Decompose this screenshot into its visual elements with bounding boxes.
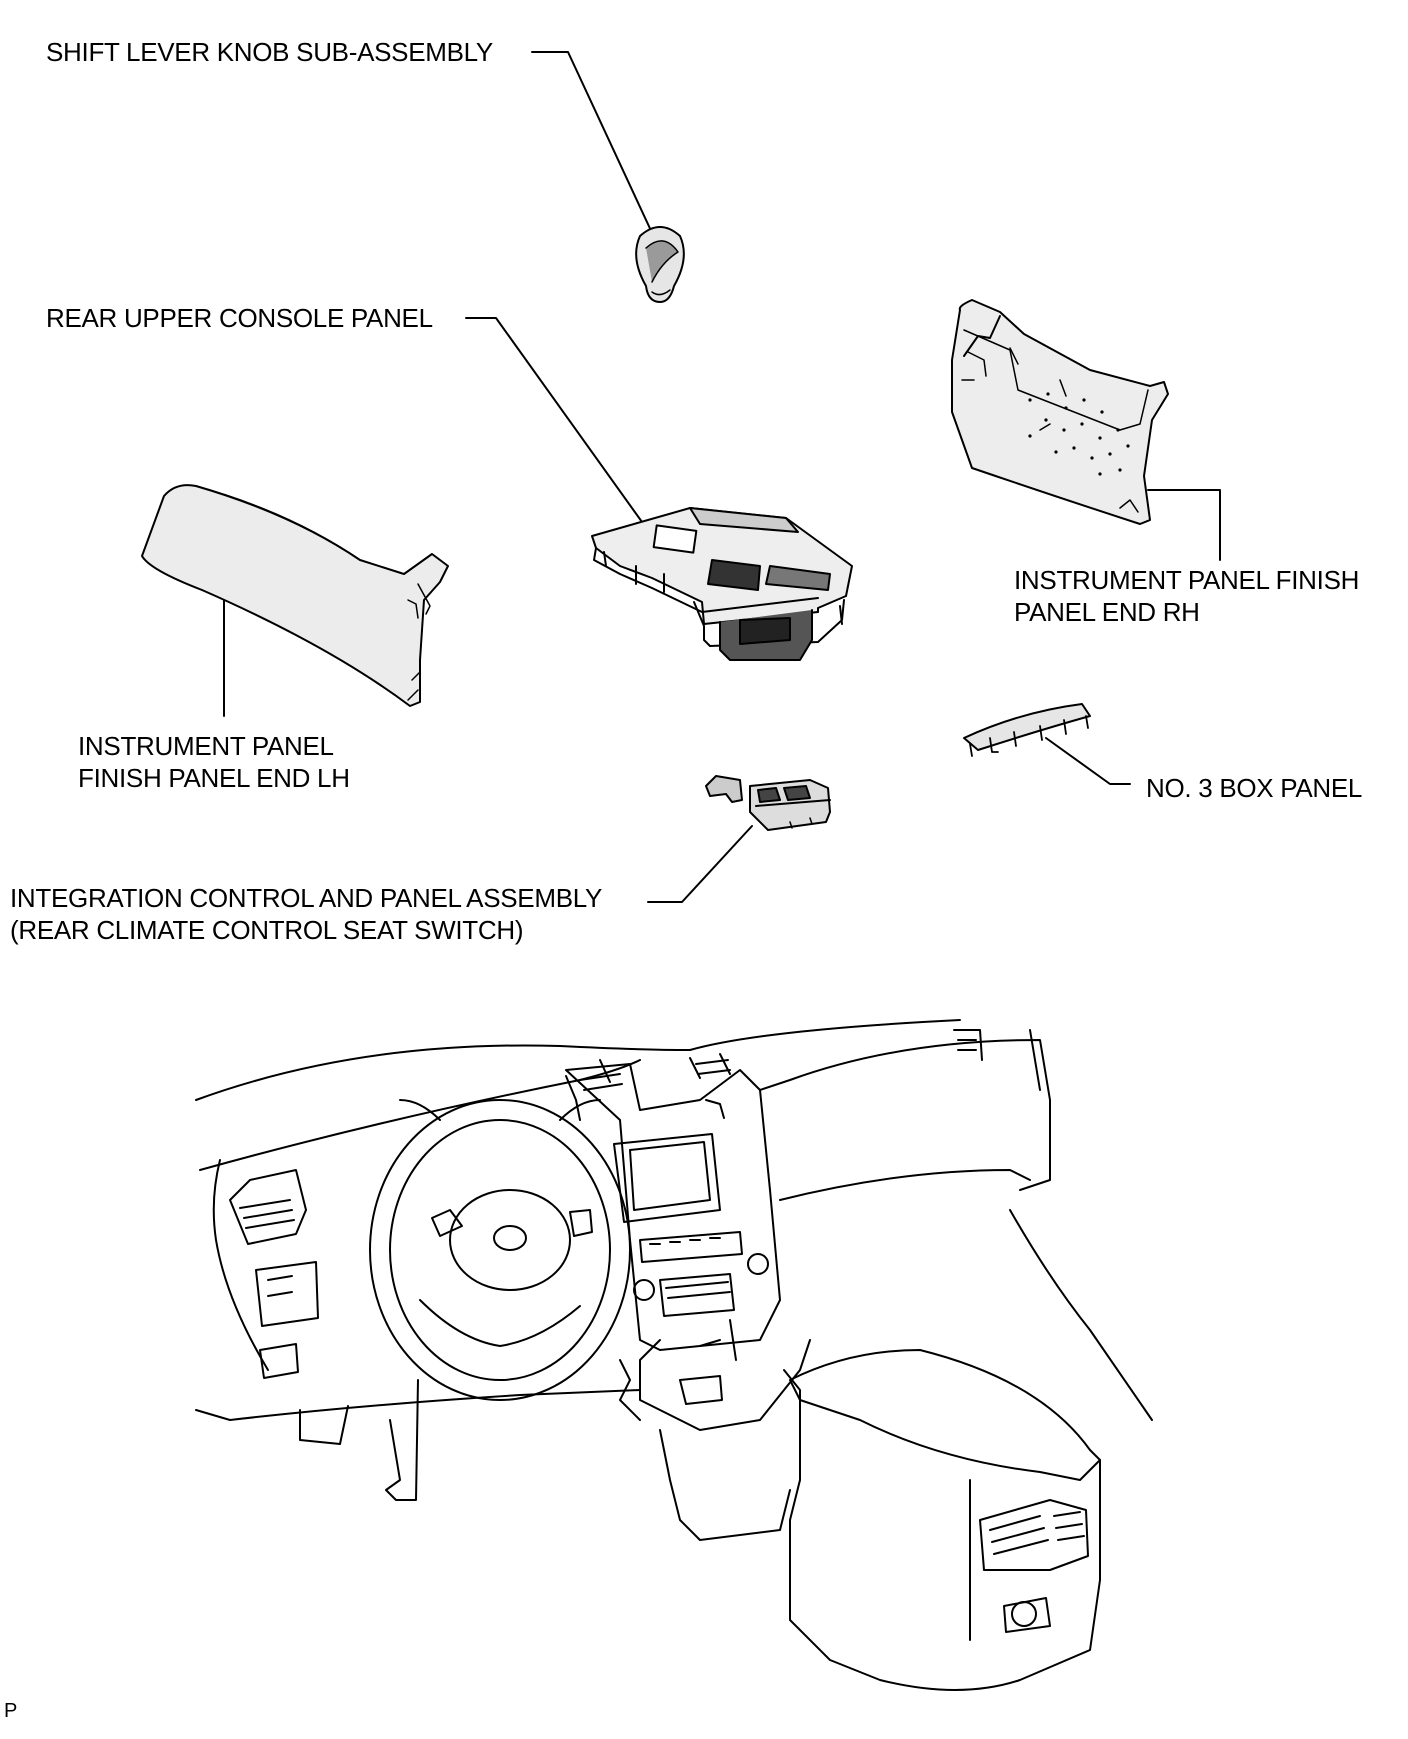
ip-finish-end-lh-part: [142, 485, 448, 706]
steering-wheel-outline: [370, 1100, 630, 1400]
leader-no3-box: [1046, 738, 1130, 784]
armrest-top: [790, 1350, 1100, 1480]
leader-lines: [224, 52, 1220, 902]
reference-code: P: [4, 1700, 18, 1722]
integration-control-part: [706, 776, 830, 830]
label-integration-line1: INTEGRATION CONTROL AND PANEL ASSEMBLY: [10, 883, 603, 913]
label-ip-end-lh-line1: INSTRUMENT PANEL: [78, 731, 334, 761]
rear-vent: [980, 1500, 1088, 1570]
label-integration-line2: (REAR CLIMATE CONTROL SEAT SWITCH): [10, 915, 524, 945]
dashboard-illustration: [196, 1020, 1152, 1690]
leader-rear-upper-console: [466, 318, 642, 522]
rear-upper-console-part: [592, 508, 852, 660]
leader-shift-knob: [532, 52, 660, 250]
label-no3-box-panel: NO. 3 BOX PANEL: [1146, 773, 1363, 803]
rh-panel-dot-texture: [1028, 392, 1130, 476]
no3-box-panel-part: [964, 704, 1090, 756]
label-ip-end-rh-line1: INSTRUMENT PANEL FINISH: [1014, 565, 1360, 595]
label-ip-end-rh-line2: PANEL END RH: [1014, 597, 1200, 627]
label-ip-end-lh-line2: FINISH PANEL END LH: [78, 763, 350, 793]
steering-wheel-logo: [494, 1226, 526, 1250]
shift-knob-part: [636, 227, 684, 302]
label-rear-upper-console-panel: REAR UPPER CONSOLE PANEL: [46, 303, 433, 333]
ip-finish-end-rh-part: [952, 300, 1168, 524]
leader-ip-end-rh: [1148, 490, 1220, 560]
center-display-screen: [614, 1134, 720, 1222]
label-shift-lever-knob: SHIFT LEVER KNOB SUB-ASSEMBLY: [46, 37, 493, 67]
rear-console-outlet: [1012, 1602, 1036, 1626]
leader-integration: [648, 826, 752, 902]
